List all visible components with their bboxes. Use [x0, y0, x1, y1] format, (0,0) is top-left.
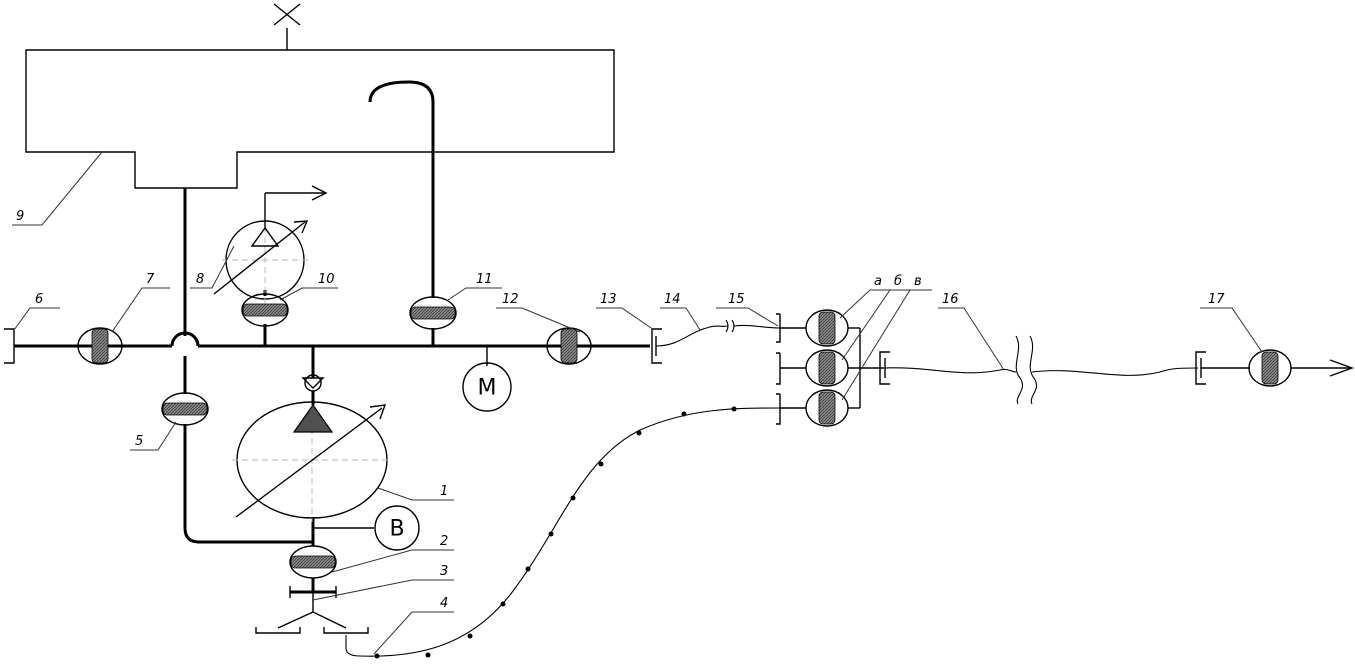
foot-valve-3 — [255, 586, 369, 634]
label-11: 11 — [476, 272, 493, 287]
leader-lines — [12, 151, 1263, 655]
label-6: 6 — [35, 292, 43, 307]
motor: М — [462, 362, 512, 412]
label-17: 17 — [1208, 292, 1225, 307]
valve-12 — [546, 327, 592, 365]
label-14: 14 — [664, 292, 681, 307]
label-8: 8 — [196, 272, 204, 287]
label-2: 2 — [440, 534, 448, 549]
label-12: 12 — [502, 292, 519, 307]
hose-14 — [655, 319, 781, 347]
aux-pump — [213, 185, 328, 303]
pump-drive-letter: В — [389, 517, 404, 542]
main-pump: В — [232, 374, 420, 551]
label-10: 10 — [318, 272, 335, 287]
cross-vent-icon — [273, 3, 301, 50]
tank — [25, 3, 615, 189]
label-15: 15 — [728, 292, 745, 307]
label-b: б — [894, 274, 902, 289]
label-v: в — [914, 274, 922, 289]
label-7: 7 — [146, 272, 155, 287]
manifold — [776, 309, 890, 427]
label-13: 13 — [600, 292, 617, 307]
label-16: 16 — [942, 292, 959, 307]
valve-7 — [77, 327, 123, 365]
hose-16 — [884, 335, 1206, 405]
hose-4 — [345, 406, 783, 659]
label-9: 9 — [16, 209, 24, 224]
label-3: 3 — [440, 564, 448, 579]
filter-5 — [161, 392, 209, 426]
valve-17 — [1201, 349, 1355, 387]
filter-11 — [409, 296, 457, 330]
label-1: 1 — [440, 484, 448, 499]
label-5: 5 — [135, 434, 143, 449]
flow-arrow-icon — [311, 185, 328, 201]
filter-10 — [241, 293, 289, 327]
end-fitting-6 — [4, 328, 15, 364]
filter-2 — [289, 545, 337, 579]
labels: 9 6 7 8 10 11 12 13 14 15 а б в 16 17 5 … — [16, 209, 1225, 611]
outlet-arrow-icon — [1329, 359, 1355, 377]
label-a: а — [874, 274, 882, 289]
pipes — [14, 80, 650, 592]
motor-letter: М — [478, 376, 497, 401]
label-4: 4 — [440, 596, 448, 611]
